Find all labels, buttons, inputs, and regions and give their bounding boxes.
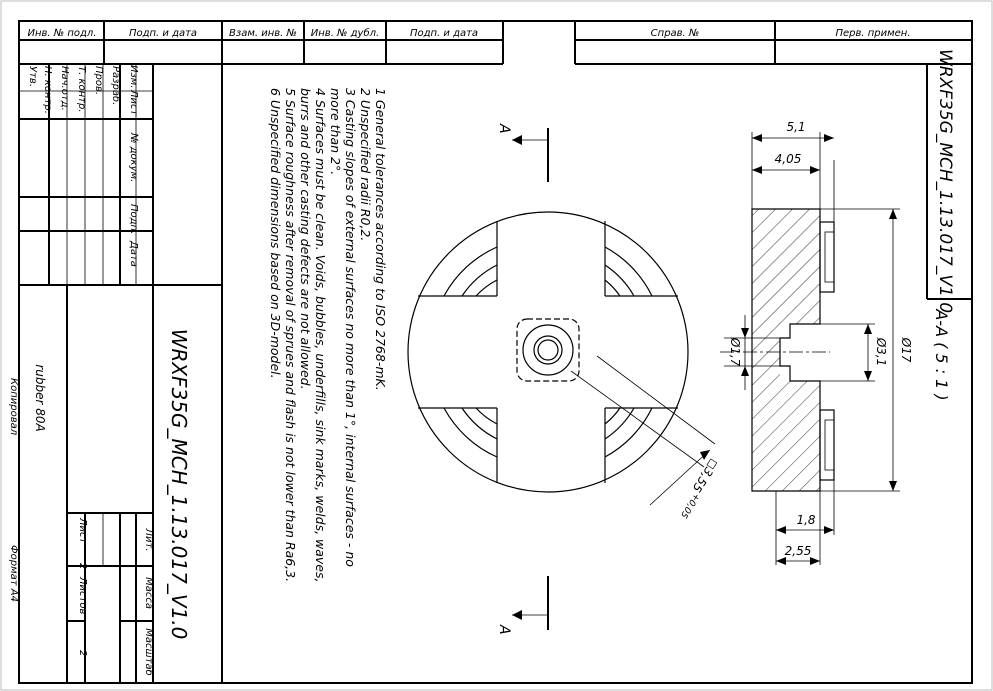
list-label: Лист (77, 517, 88, 545)
dim-2-55: 2,55 (785, 544, 812, 558)
lit-label: Лит. (143, 527, 154, 551)
list-value: 2 (77, 563, 88, 569)
left-stamp: Изм. Лист № докум. Подп. Дата Разраб. Пр… (19, 63, 223, 683)
stamp-utv: Утв. (27, 66, 38, 87)
note-4b: burrs and other casting defects are not … (298, 88, 313, 390)
stamp-n-kontr: Н. контр. (42, 66, 53, 114)
stamp-razrab: Разраб. (110, 66, 122, 105)
stamp-podp: Подп. (128, 204, 139, 234)
stamp-izm: Изм. (128, 65, 139, 89)
corner-code-box: WRXF35G_MCH_1.13.017_V1.0 (926, 49, 972, 313)
stamp-n-dokum: № докум. (128, 132, 139, 182)
dim-4-05: 4,05 (775, 152, 802, 166)
listov-value: 2 (77, 650, 88, 656)
stamp-prov: Пров. (93, 66, 104, 95)
masshtab-label: Масштаб (143, 628, 155, 676)
stamp-nach-otd: Нач.отд. (59, 66, 70, 111)
stamp-list: Лист (128, 89, 139, 117)
podp-data-label-1: Подп. и дата (129, 28, 197, 39)
section-mark-bottom: A (496, 624, 512, 635)
section-view: 5,1 4,05 1,8 2,55 Ø17 Ø3,1 Ø1,7 (720, 120, 951, 565)
kopiroval-label: Копировал (8, 378, 19, 436)
square-dim-tol: +0,05 (678, 491, 702, 520)
sprav-label: Справ. № (651, 28, 700, 39)
dim-5-1: 5,1 (786, 120, 805, 134)
technical-notes: 1 General tolerances according to ISO 27… (268, 88, 388, 582)
note-6: 6 Unspecified dimensions based on 3D-mod… (268, 88, 283, 379)
vzam-inv-label: Взам. инв. № (229, 28, 297, 39)
note-2: 2 Unspecified radii R0,2. (358, 88, 373, 241)
section-title: A-A ( 5 : 1 ) (932, 308, 951, 400)
corner-code-text: WRXF35G_MCH_1.13.017_V1.0 (935, 49, 955, 313)
stamp-data: Дата (128, 240, 139, 267)
dim-diam-17: Ø17 (899, 337, 913, 363)
note-1: 1 General tolerances according to ISO 27… (373, 88, 388, 391)
inv-dubl-label: Инв. № дубл. (311, 27, 379, 39)
top-title-block: Инв. № подл. Подп. и дата Взам. инв. № И… (19, 21, 972, 65)
outer-disk (407, 211, 689, 493)
dim-diam-1-7: Ø1,7 (728, 337, 742, 367)
perv-primen-label: Перв. примен. (835, 28, 910, 39)
podp-data-label-2: Подп. и дата (410, 28, 478, 39)
designation-text: WRXF35G_MCH_1.13.017_V1.0 (167, 329, 191, 640)
center-square (516, 318, 580, 382)
format-label: Формат A4 (8, 545, 19, 602)
stamp-t-kontr: Т. контр. (76, 66, 87, 113)
note-5: 5 Surface roughness after removal of spr… (283, 88, 298, 582)
listov-label: Листов (77, 576, 88, 614)
massa-label: Масса (143, 577, 154, 609)
section-mark-top: A (496, 123, 512, 134)
note-3: 3 Casting slopes of external surfaces no… (343, 88, 358, 567)
front-view: ◻3,55 +0,05 A A (407, 123, 722, 635)
dim-1-8: 1,8 (796, 513, 815, 527)
note-3b: more than 2°. (328, 88, 343, 175)
dim-diam-3-1: Ø3,1 (874, 337, 888, 367)
square-dim-text: ◻3,55 (690, 456, 722, 494)
note-4: 4 Surfaces must be clean. Voids, bubbles… (313, 88, 328, 582)
material-text: rubber 80A (33, 364, 47, 431)
drawing-frame (18, 20, 973, 684)
inv-podl-label: Инв. № подл. (28, 28, 97, 39)
